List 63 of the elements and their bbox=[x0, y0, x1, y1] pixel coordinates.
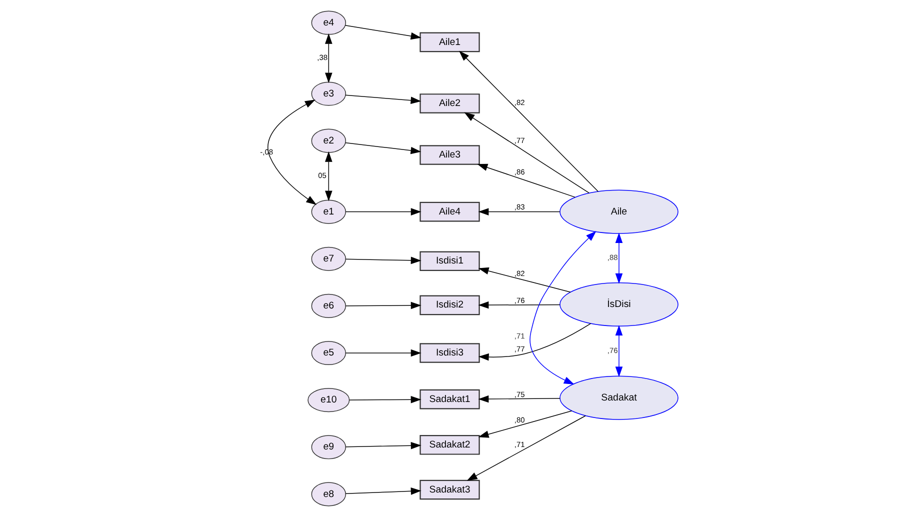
node-ellipse: e4 bbox=[311, 10, 346, 35]
edge-label: ,82 bbox=[514, 269, 525, 278]
node-box: Aile1 bbox=[420, 32, 480, 52]
arrow bbox=[464, 112, 590, 194]
node-ellipse: e9 bbox=[311, 435, 346, 460]
edge-label: 05 bbox=[318, 171, 326, 180]
node-box: Sadakat1 bbox=[420, 389, 480, 410]
arrow bbox=[345, 256, 422, 264]
node-ellipse: e6 bbox=[311, 294, 346, 318]
arrow bbox=[345, 94, 422, 104]
node-box: Aile3 bbox=[420, 145, 480, 165]
edge-label: ,76 bbox=[607, 346, 618, 356]
arrow bbox=[478, 267, 571, 292]
node-ellipse: e8 bbox=[311, 482, 346, 506]
node-ellipse: e7 bbox=[311, 246, 346, 271]
edge-label: ,77 bbox=[514, 344, 525, 354]
arrow bbox=[345, 488, 422, 495]
arrow bbox=[345, 349, 422, 357]
edge-label: ,86 bbox=[514, 167, 525, 176]
arrow bbox=[478, 208, 560, 216]
node-ellipse: İsDisi bbox=[560, 282, 678, 326]
node-ellipse: e1 bbox=[311, 200, 346, 224]
arrow bbox=[345, 442, 422, 450]
edge-label: ,83 bbox=[514, 202, 525, 212]
arrow bbox=[615, 325, 623, 378]
edge-label: ,82 bbox=[514, 98, 525, 107]
node-box: Isdisi1 bbox=[420, 251, 480, 271]
arrow bbox=[458, 50, 599, 192]
node-box: Aile2 bbox=[420, 94, 480, 114]
node-ellipse: e10 bbox=[308, 388, 350, 412]
edge-label: ,77 bbox=[514, 136, 525, 146]
node-ellipse: e3 bbox=[311, 82, 346, 106]
node-ellipse: e5 bbox=[311, 340, 346, 366]
arrow bbox=[268, 100, 317, 205]
arrow bbox=[349, 396, 422, 404]
edge-label: ,88 bbox=[607, 252, 618, 262]
arrow bbox=[345, 302, 422, 310]
arrow bbox=[345, 142, 422, 154]
arrow bbox=[325, 151, 332, 202]
edge-label: ,75 bbox=[514, 390, 525, 400]
node-box: Isdisi2 bbox=[420, 295, 480, 316]
arrow bbox=[615, 232, 623, 284]
arrow bbox=[478, 301, 560, 309]
node-ellipse: e2 bbox=[311, 128, 346, 153]
node-ellipse: Aile bbox=[560, 190, 678, 234]
arrow bbox=[344, 24, 422, 40]
edge-label: ,38 bbox=[317, 53, 328, 62]
node-box: Aile4 bbox=[420, 202, 480, 222]
arrow bbox=[478, 395, 560, 403]
arrow bbox=[478, 323, 592, 361]
edge-label: ,71 bbox=[514, 440, 525, 450]
edge-label: ,71 bbox=[514, 331, 525, 340]
arrow bbox=[325, 33, 332, 84]
edge-label: ,80 bbox=[514, 415, 525, 424]
arrow bbox=[478, 410, 572, 438]
arrow bbox=[345, 208, 422, 216]
node-box: Isdisi3 bbox=[420, 343, 480, 363]
arrow bbox=[477, 164, 576, 198]
node-box: Sadakat3 bbox=[420, 480, 480, 500]
node-box: Sadakat2 bbox=[420, 435, 480, 455]
arrow bbox=[466, 415, 586, 481]
arrow bbox=[530, 231, 596, 385]
edge-label: ,76 bbox=[514, 296, 525, 305]
